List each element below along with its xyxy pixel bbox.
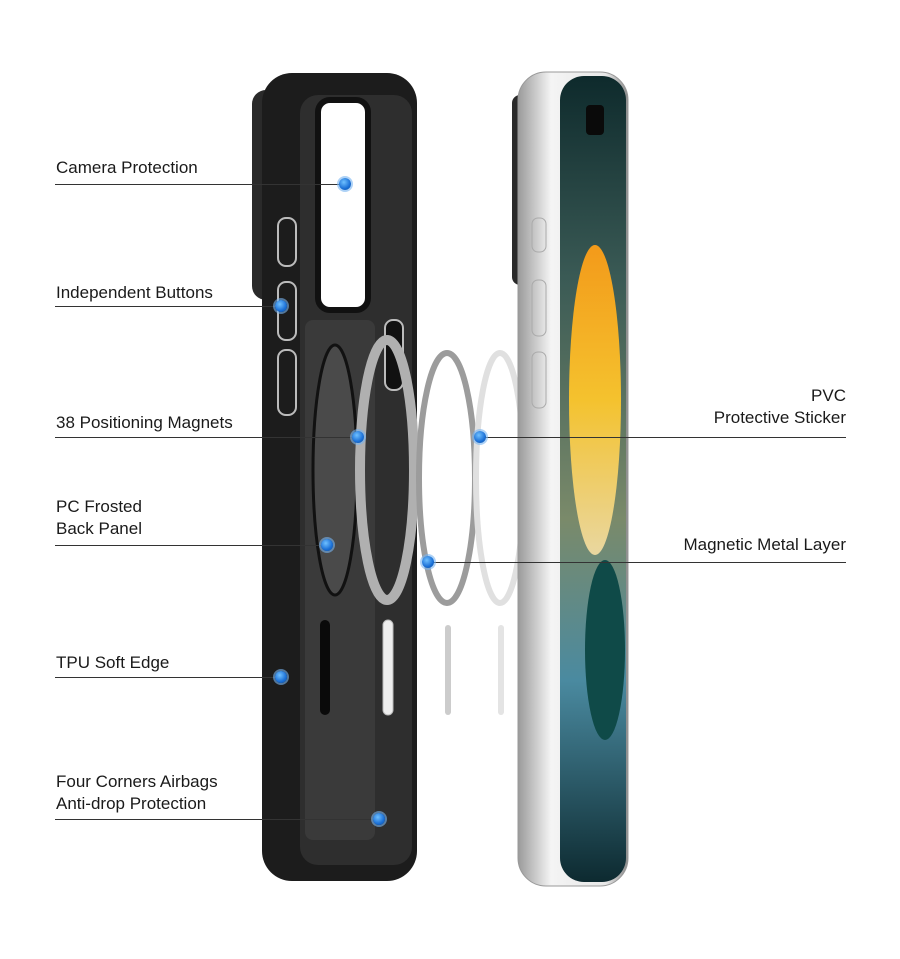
- phone: [512, 71, 629, 887]
- label-back-panel-line2: Back Panel: [56, 519, 142, 538]
- label-back-panel-line1: PC Frosted: [56, 497, 142, 516]
- callout-line: [55, 184, 345, 185]
- callout-dot: [339, 178, 351, 190]
- callout-dot: [275, 671, 287, 683]
- label-four-corners-line1: Four Corners Airbags: [56, 772, 218, 791]
- callout-line: [55, 306, 281, 307]
- callout-line: [55, 545, 327, 546]
- callout-line: [55, 677, 281, 678]
- label-independent-buttons: Independent Buttons: [56, 283, 213, 302]
- label-pvc-line2: Protective Sticker: [713, 408, 846, 427]
- label-back-panel: PC Frosted Back Panel: [56, 496, 142, 540]
- callout-dot: [321, 539, 333, 551]
- label-positioning-magnets: 38 Positioning Magnets: [56, 413, 233, 432]
- label-tpu-soft-edge: TPU Soft Edge: [56, 653, 170, 672]
- callout-line: [55, 819, 379, 820]
- label-four-corners: Four Corners Airbags Anti-drop Protectio…: [56, 771, 218, 815]
- callout-dot: [352, 431, 364, 443]
- label-magnetic-metal-layer: Magnetic Metal Layer: [683, 535, 846, 554]
- callout-dot: [422, 556, 434, 568]
- callout-line: [55, 437, 358, 438]
- phone-case: [252, 73, 417, 881]
- callout-dot: [474, 431, 486, 443]
- callout-dot: [275, 300, 287, 312]
- callout-line: [480, 437, 846, 438]
- label-camera-protection: Camera Protection: [56, 158, 198, 177]
- callout-dot: [373, 813, 385, 825]
- label-pvc-sticker: PVC Protective Sticker: [714, 385, 846, 429]
- label-four-corners-line2: Anti-drop Protection: [56, 794, 207, 813]
- callout-line: [428, 562, 846, 563]
- label-pvc-line1: PVC: [811, 386, 846, 405]
